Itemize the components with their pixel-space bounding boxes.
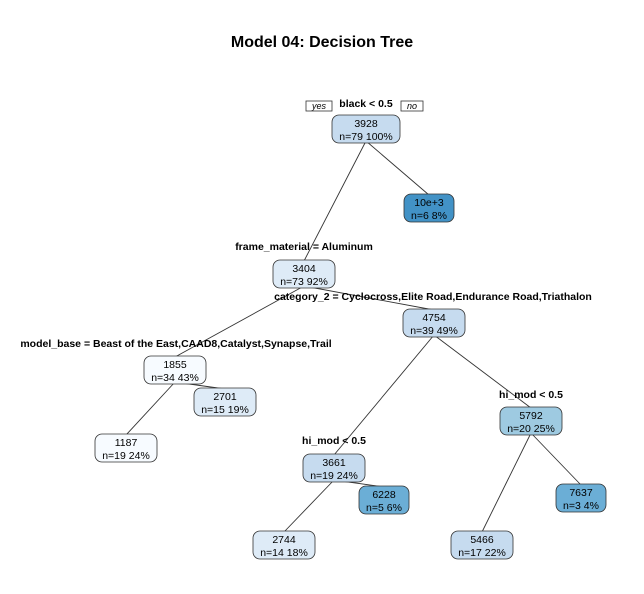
node-box — [358, 485, 410, 515]
split-label-model: model_base = Beast of the East,CAAD8,Cat… — [20, 338, 331, 350]
edge-n9-n11 — [283, 479, 335, 533]
node-value: 1187 — [115, 437, 138, 449]
node-value: 3661 — [322, 457, 346, 469]
node-box — [302, 453, 366, 483]
split-label-cat: category_2 = Cyclocross,Elite Road,Endur… — [274, 291, 592, 303]
node-value: 1855 — [163, 359, 187, 371]
node-value: 5792 — [519, 410, 543, 422]
edge-n1-n3 — [303, 140, 367, 262]
node-value: 4754 — [422, 312, 446, 324]
node-stats: n=79 100% — [339, 131, 392, 143]
node-stats: n=6 8% — [411, 210, 447, 222]
yes-tag-box — [305, 100, 333, 112]
node-value: 2744 — [272, 534, 296, 546]
node-stats: n=15 19% — [201, 404, 249, 416]
split-label-himod1: hi_mod < 0.5 — [302, 435, 366, 447]
node-stats: n=5 6% — [366, 502, 402, 514]
node-stats: n=73 92% — [280, 276, 328, 288]
node-stats: n=39 49% — [410, 325, 458, 337]
node-box — [252, 530, 316, 560]
node-box — [402, 308, 466, 338]
edge-n4-n9 — [333, 334, 435, 456]
node-box — [403, 193, 455, 223]
node-box — [143, 355, 207, 385]
node-value: 10e+3 — [414, 197, 444, 209]
no-tag-box — [400, 100, 424, 112]
node-stats: n=19 24% — [310, 470, 358, 482]
edge-n4-n8 — [433, 334, 532, 409]
edge-n8-n12 — [481, 432, 532, 533]
node-stats: n=3 4% — [563, 500, 599, 512]
diagram-title: Model 04: Decision Tree — [231, 34, 413, 51]
node-value: 3404 — [292, 263, 316, 275]
node-value: 3928 — [354, 118, 378, 130]
edge-n3-n4 — [303, 285, 435, 311]
split-label-himod2: hi_mod < 0.5 — [499, 389, 563, 401]
node-box — [272, 259, 336, 289]
tree-node-n2: 10e+3n=6 8% — [403, 193, 455, 223]
node-box — [499, 406, 563, 436]
node-value: 5466 — [470, 534, 494, 546]
node-value: 7637 — [569, 487, 593, 499]
node-box — [450, 530, 514, 560]
node-value: 6228 — [372, 489, 396, 501]
node-stats: n=34 43% — [151, 372, 199, 384]
node-box — [193, 387, 257, 417]
split-labels-layer: black < 0.5 frame_material = Aluminum cate… — [20, 98, 592, 447]
edge-n8-n13 — [530, 432, 582, 486]
edge-n5-n7 — [125, 381, 176, 436]
node-stats: n=19 24% — [102, 450, 150, 462]
yes-tag-label: yes — [311, 101, 327, 111]
edge-n3-n5 — [174, 285, 305, 358]
node-stats: n=20 25% — [507, 423, 555, 435]
node-box — [555, 483, 607, 513]
node-value: 2701 — [213, 391, 237, 403]
edge-n1-n2 — [365, 140, 430, 196]
node-stats: n=17 22% — [458, 547, 506, 559]
node-box — [331, 114, 401, 144]
node-box — [94, 433, 158, 463]
no-tag-label: no — [407, 101, 417, 111]
split-label-black: black < 0.5 — [339, 98, 393, 110]
node-stats: n=14 18% — [260, 547, 308, 559]
split-label-frame: frame_material = Aluminum — [235, 241, 373, 253]
yes-no-tags: yes no — [305, 100, 424, 112]
